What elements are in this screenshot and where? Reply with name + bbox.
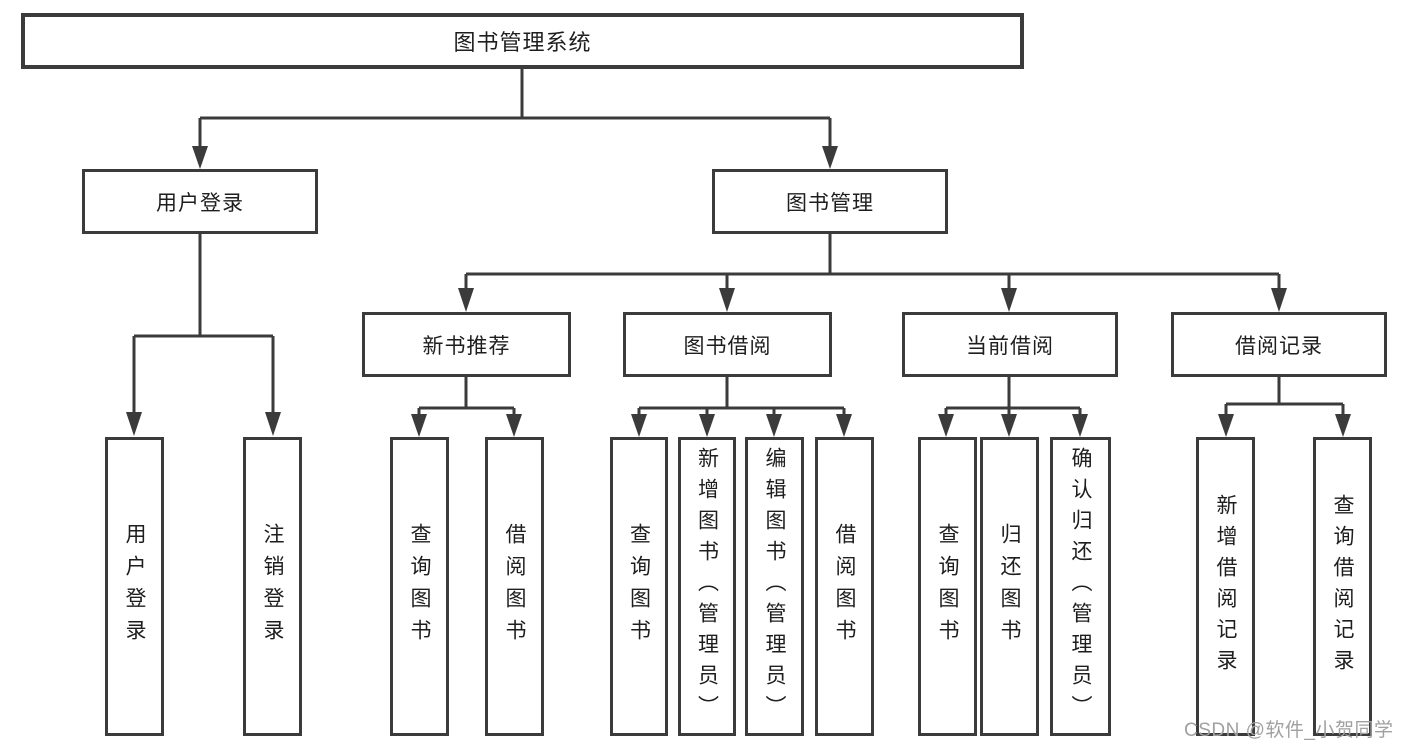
- connector-recommend-to-leaves: [411, 376, 522, 437]
- leaf-current-confirm-return-admin: 确认归还（管理员）: [1050, 437, 1111, 736]
- leaf-borrowing-edit-books-admin: 编辑图书（管理员）: [745, 437, 804, 736]
- leaf-current-return-books: 归还图书: [980, 437, 1039, 736]
- node-new-book-recommend: 新书推荐: [362, 312, 571, 377]
- node-user-login: 用户登录: [82, 169, 318, 234]
- leaf-records-query-record-label: 查询借阅记录: [1331, 493, 1354, 680]
- leaf-borrowing-query-books: 查询图书: [610, 437, 668, 736]
- leaf-recommend-query-books-label: 查询图书: [408, 522, 431, 651]
- node-current-borrowing: 当前借阅: [902, 312, 1118, 377]
- leaf-records-add-record-label: 新增借阅记录: [1214, 493, 1237, 680]
- leaf-recommend-borrow-books-label: 借阅图书: [503, 522, 526, 651]
- connector-current-to-leaves: [938, 376, 1088, 437]
- leaf-user-login: 用户登录: [105, 437, 164, 736]
- node-current-borrowing-label: 当前借阅: [966, 334, 1054, 358]
- leaf-records-query-record: 查询借阅记录: [1313, 437, 1372, 736]
- leaf-current-query-books-label: 查询图书: [936, 522, 959, 651]
- leaf-current-return-books-label: 归还图书: [998, 522, 1021, 651]
- leaf-borrowing-query-books-label: 查询图书: [627, 522, 651, 651]
- leaf-user-login-label: 用户登录: [123, 522, 146, 651]
- node-borrowing-records: 借阅记录: [1171, 312, 1387, 377]
- node-root-label: 图书管理系统: [453, 30, 592, 55]
- leaf-current-confirm-return-admin-label: 确认归还（管理员）: [1069, 447, 1092, 726]
- leaf-recommend-borrow-books: 借阅图书: [485, 437, 544, 736]
- node-book-borrowing: 图书借阅: [623, 312, 832, 377]
- node-new-book-recommend-label: 新书推荐: [422, 334, 511, 358]
- node-book-management: 图书管理: [712, 169, 948, 234]
- connector-root-to-level2: [192, 68, 838, 169]
- node-book-management-label: 图书管理: [786, 191, 874, 215]
- connector-login-to-leaves: [126, 233, 281, 436]
- leaf-recommend-query-books: 查询图书: [390, 437, 449, 736]
- node-user-login-label: 用户登录: [156, 191, 244, 215]
- leaf-borrowing-borrow-books: 借阅图书: [815, 437, 874, 736]
- node-root: 图书管理系统: [21, 13, 1024, 69]
- node-borrowing-records-label: 借阅记录: [1235, 334, 1323, 358]
- connector-records-to-leaves: [1218, 376, 1351, 437]
- leaf-logout: 注销登录: [243, 437, 302, 736]
- leaf-logout-label: 注销登录: [261, 522, 284, 651]
- csdn-watermark: CSDN @软件_小贺同学: [1184, 720, 1394, 741]
- leaf-borrowing-add-books-admin-label: 新增图书（管理员）: [695, 447, 719, 726]
- leaf-borrowing-add-books-admin: 新增图书（管理员）: [678, 437, 736, 736]
- connector-borrow-to-leaves: [631, 376, 852, 437]
- node-book-borrowing-label: 图书借阅: [683, 334, 772, 358]
- leaf-borrowing-edit-books-admin-label: 编辑图书（管理员）: [763, 447, 786, 726]
- leaf-borrowing-borrow-books-label: 借阅图书: [833, 522, 856, 651]
- connector-mgmt-to-level3: [458, 233, 1287, 312]
- leaf-records-add-record: 新增借阅记录: [1196, 437, 1255, 736]
- leaf-current-query-books: 查询图书: [918, 437, 977, 736]
